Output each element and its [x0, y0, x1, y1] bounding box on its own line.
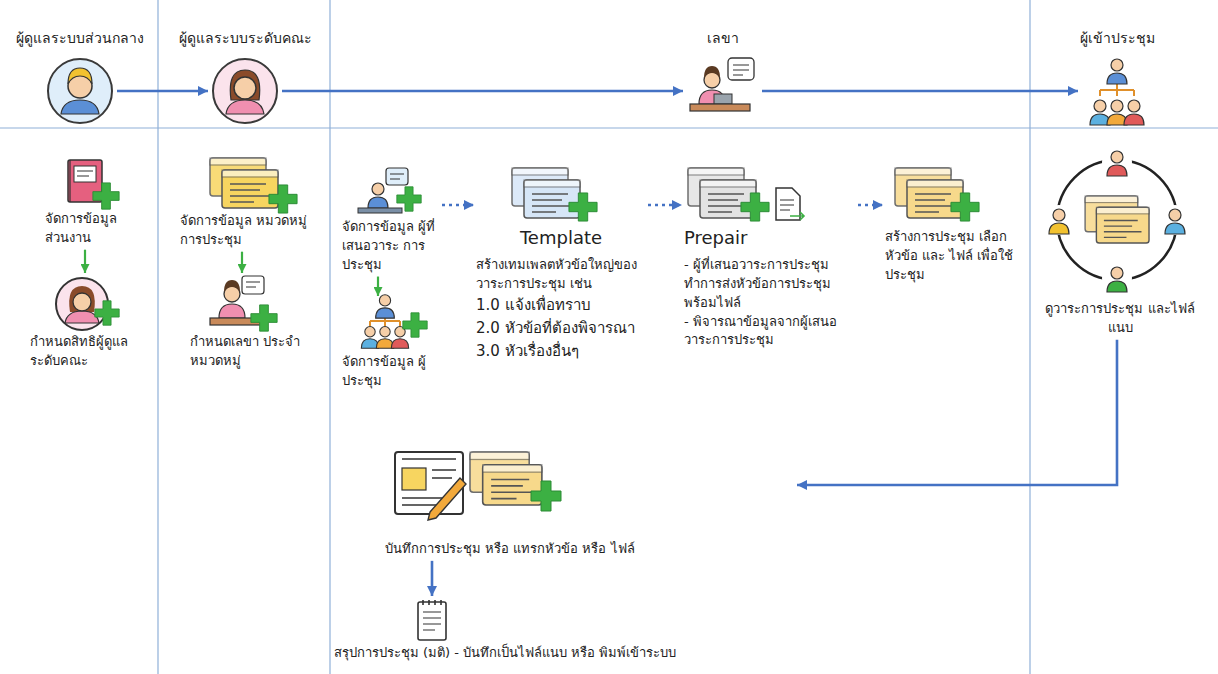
- secretary-icon: [690, 58, 754, 111]
- step-label: สร้างเทมเพลตหัวข้อใหญ่ของ วาระการประชุม …: [476, 256, 646, 294]
- step-node: จัดการข้อมูล ผู้ที่เสนอวาระ การประชุม: [342, 168, 440, 275]
- agenda-item: 3.0 หัวเรื่องอื่นๆ: [476, 340, 646, 363]
- flow-arrow-dotted: [442, 204, 474, 207]
- step-title: Prepair: [684, 225, 856, 251]
- flow-arrow: [84, 250, 86, 273]
- step-node: ดูวาระการประชุม และไฟล์แนบ: [1045, 150, 1195, 338]
- flow-arrow: [117, 90, 208, 93]
- step-label: จัดการข้อมูล ผู้ที่เสนอวาระ การประชุม: [342, 218, 440, 275]
- step-label: จัดการข้อมูล ส่วนงาน: [45, 210, 140, 248]
- attendees-icon: [361, 295, 427, 348]
- role-heading: เลขา: [707, 28, 739, 48]
- step-node: Template สร้างเทมเพลตหัวข้อใหญ่ของ วาระกา…: [476, 168, 646, 364]
- agenda-item: 2.0 หัวข้อที่ต้องพิจารณา: [476, 317, 646, 340]
- step-label: จัดการข้อมูล ผู้ประชุม: [342, 353, 440, 391]
- proposer-icon: [358, 168, 421, 213]
- role-heading: ผู้ดูแลระบบส่วนกลาง: [16, 28, 144, 48]
- step-node: จัดการข้อมูล หมวดหมู่การประชุม: [180, 160, 310, 250]
- step-node: กำหนดสิทธิผู้ดูแล ระดับคณะ: [30, 275, 155, 371]
- role-node: ผู้ดูแลระบบระดับคณะ: [210, 56, 280, 126]
- meeting-room-icon: [1044, 147, 1190, 293]
- step-node: บันทึกการประชุม หรือ แทรกหัวข้อ หรือ ไฟล…: [385, 440, 795, 559]
- flow-arrow: [431, 561, 434, 596]
- flow-arrow: [762, 90, 1078, 93]
- admin-avatar: [48, 59, 112, 123]
- flow-arrow: [241, 252, 243, 273]
- role-node: ผู้เข้าประชุม: [1080, 56, 1155, 126]
- role-heading: ผู้ดูแลระบบระดับคณะ: [179, 28, 312, 48]
- role-node: ผู้ดูแลระบบส่วนกลาง: [45, 56, 115, 126]
- flow-arrow: [797, 340, 1117, 485]
- flow-arrow: [282, 90, 683, 93]
- template-icon: [512, 168, 597, 221]
- step-label: บันทึกการประชุม หรือ แทรกหัวข้อ หรือ ไฟล…: [385, 540, 795, 559]
- faculty-admin-icon: [56, 278, 119, 330]
- category-icon: [210, 158, 297, 213]
- step-label: สร้างการประชุม เลือกหัวข้อ และ ไฟล์ เพื่…: [885, 228, 1020, 285]
- attendees-icon: [1090, 59, 1144, 125]
- flow-arrow-dotted: [648, 204, 682, 207]
- role-node: เลขา: [685, 56, 760, 126]
- step-node: สร้างการประชุม เลือกหัวข้อ และ ไฟล์ เพื่…: [885, 168, 1020, 285]
- flow-arrow: [377, 277, 379, 296]
- step-node: สรุปการประชุม (มติ) - บันทึกเป็นไฟล์แนบ …: [250, 598, 760, 663]
- summary-icon: [418, 600, 446, 640]
- step-label: - ผู้ที่เสนอวาระการประชุม ทำการส่งหัวข้อ…: [684, 256, 856, 313]
- step-label: ดูวาระการประชุม และไฟล์แนบ: [1045, 300, 1195, 338]
- meeting-icon: [895, 168, 979, 221]
- agenda-item: 1.0 แจ้งเพื่อทราบ: [476, 294, 646, 317]
- step-label: - พิจารณาข้อมูลจากผู้เสนอ วาระการประชุม: [684, 313, 856, 351]
- flow-arrow-dotted: [858, 204, 883, 207]
- step-label: สรุปการประชุม (มติ) - บันทึกเป็นไฟล์แนบ …: [250, 644, 760, 663]
- step-title: Template: [476, 225, 646, 251]
- step-label: กำหนดเลขา ประจำหมวดหมู่: [190, 333, 310, 371]
- secretary-icon: [210, 276, 277, 331]
- role-heading: ผู้เข้าประชุม: [1080, 28, 1155, 48]
- record-icon: [395, 452, 561, 520]
- step-node: Prepair - ผู้ที่เสนอวาระการประชุม ทำการส่…: [684, 168, 856, 350]
- step-node: จัดการข้อมูล ส่วนงาน: [45, 160, 140, 248]
- step-label: จัดการข้อมูล หมวดหมู่การประชุม: [180, 212, 310, 250]
- step-node: กำหนดเลขา ประจำหมวดหมู่: [190, 275, 310, 371]
- prepare-icon: [688, 168, 804, 221]
- step-node: จัดการข้อมูล ผู้ประชุม: [342, 298, 440, 391]
- notebook-icon: [68, 160, 119, 209]
- step-label: กำหนดสิทธิผู้ดูแล ระดับคณะ: [30, 333, 155, 371]
- faculty-admin-avatar: [213, 59, 277, 123]
